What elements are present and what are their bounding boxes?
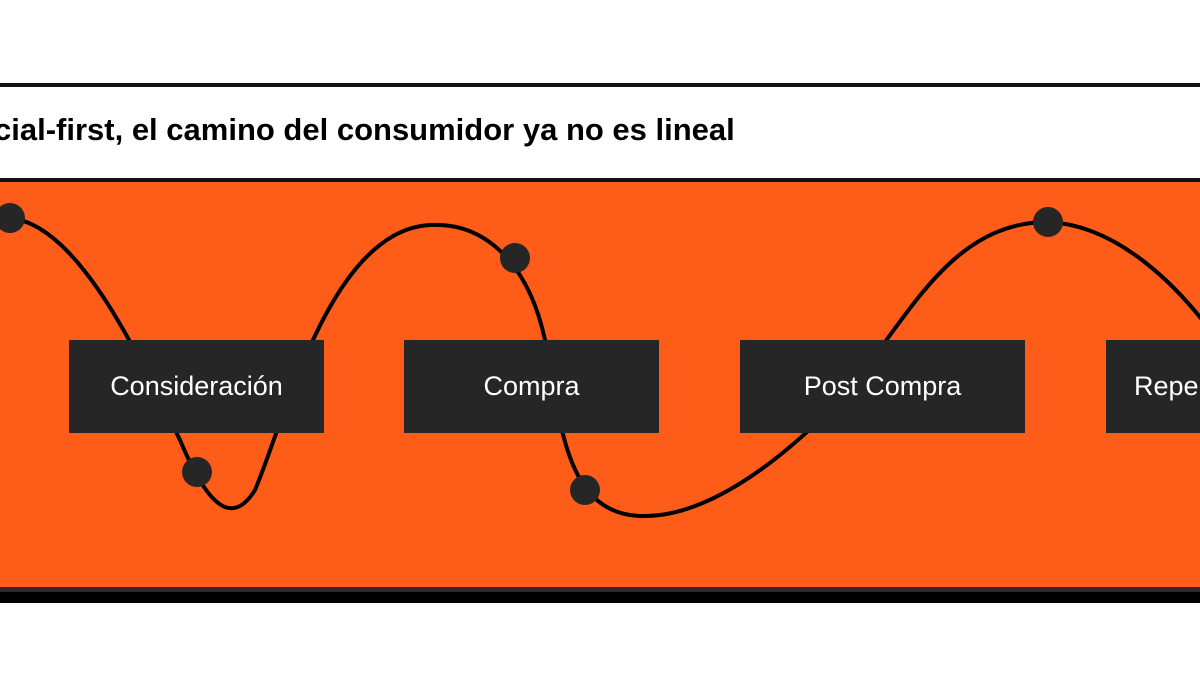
journey-dot	[0, 203, 25, 233]
journey-dot	[1033, 207, 1063, 237]
stage-post-compra: Post Compra	[740, 340, 1025, 433]
stage-consideracion: Consideración	[69, 340, 324, 433]
journey-dot	[182, 457, 212, 487]
journey-panel: Consideración Compra Post Compra Repe	[0, 182, 1200, 587]
title-divider	[0, 178, 1200, 182]
top-divider	[0, 83, 1200, 87]
stage-compra: Compra	[404, 340, 659, 433]
journey-dot	[500, 243, 530, 273]
bottom-border	[0, 587, 1200, 592]
bottom-border-dark	[0, 592, 1200, 603]
journey-dot	[570, 475, 600, 505]
page-title: cial-first, el camino del consumidor ya …	[0, 112, 735, 147]
stage-repeticion: Repe	[1106, 340, 1200, 433]
